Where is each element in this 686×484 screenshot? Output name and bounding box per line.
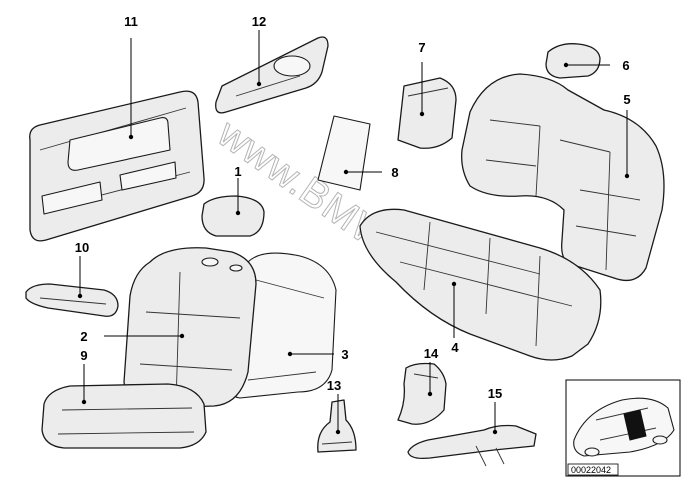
door-insulation-part[interactable]: 12 (215, 14, 329, 114)
label-5: 5 (623, 92, 630, 107)
label-13: 13 (327, 378, 341, 393)
label-12: 12 (252, 14, 266, 29)
label-9: 3 (341, 347, 348, 362)
front-backrest-cover-part[interactable]: 2 (80, 247, 257, 409)
gear-boot-part[interactable]: 13 (317, 378, 357, 453)
label-1: 1 (234, 164, 241, 179)
label-3: 2 (80, 329, 87, 344)
label-6: 6 (622, 58, 629, 73)
diagram-code: 00022042 (571, 465, 611, 475)
label-10: 10 (75, 240, 89, 255)
rear-backrest-part[interactable]: 5 (461, 73, 665, 282)
label-8: 8 (391, 165, 398, 180)
rear-bench-cushion-part[interactable]: 4 (359, 208, 602, 361)
console-cover-part[interactable]: 14 (397, 346, 447, 425)
label-2: 9 (80, 348, 87, 363)
panel-card-part[interactable]: 8 (317, 115, 399, 191)
armrest-part[interactable]: 10 (25, 240, 119, 317)
backrest-pad-part[interactable]: 7 (397, 40, 457, 149)
label-11: 11 (124, 14, 138, 29)
door-trim-part[interactable]: 11 (29, 14, 205, 242)
label-7: 7 (418, 40, 425, 55)
label-4: 4 (451, 340, 459, 355)
front-seat-cushion-part[interactable]: 9 (41, 348, 207, 449)
headrest-rear-part[interactable]: 6 (545, 43, 630, 79)
headrest-front-part[interactable]: 1 (201, 164, 265, 237)
car-locator-inset: 00022042 (565, 379, 681, 477)
label-14: 14 (424, 346, 439, 361)
handbrake-lever-part[interactable]: 15 (407, 386, 537, 467)
label-15: 15 (488, 386, 502, 401)
